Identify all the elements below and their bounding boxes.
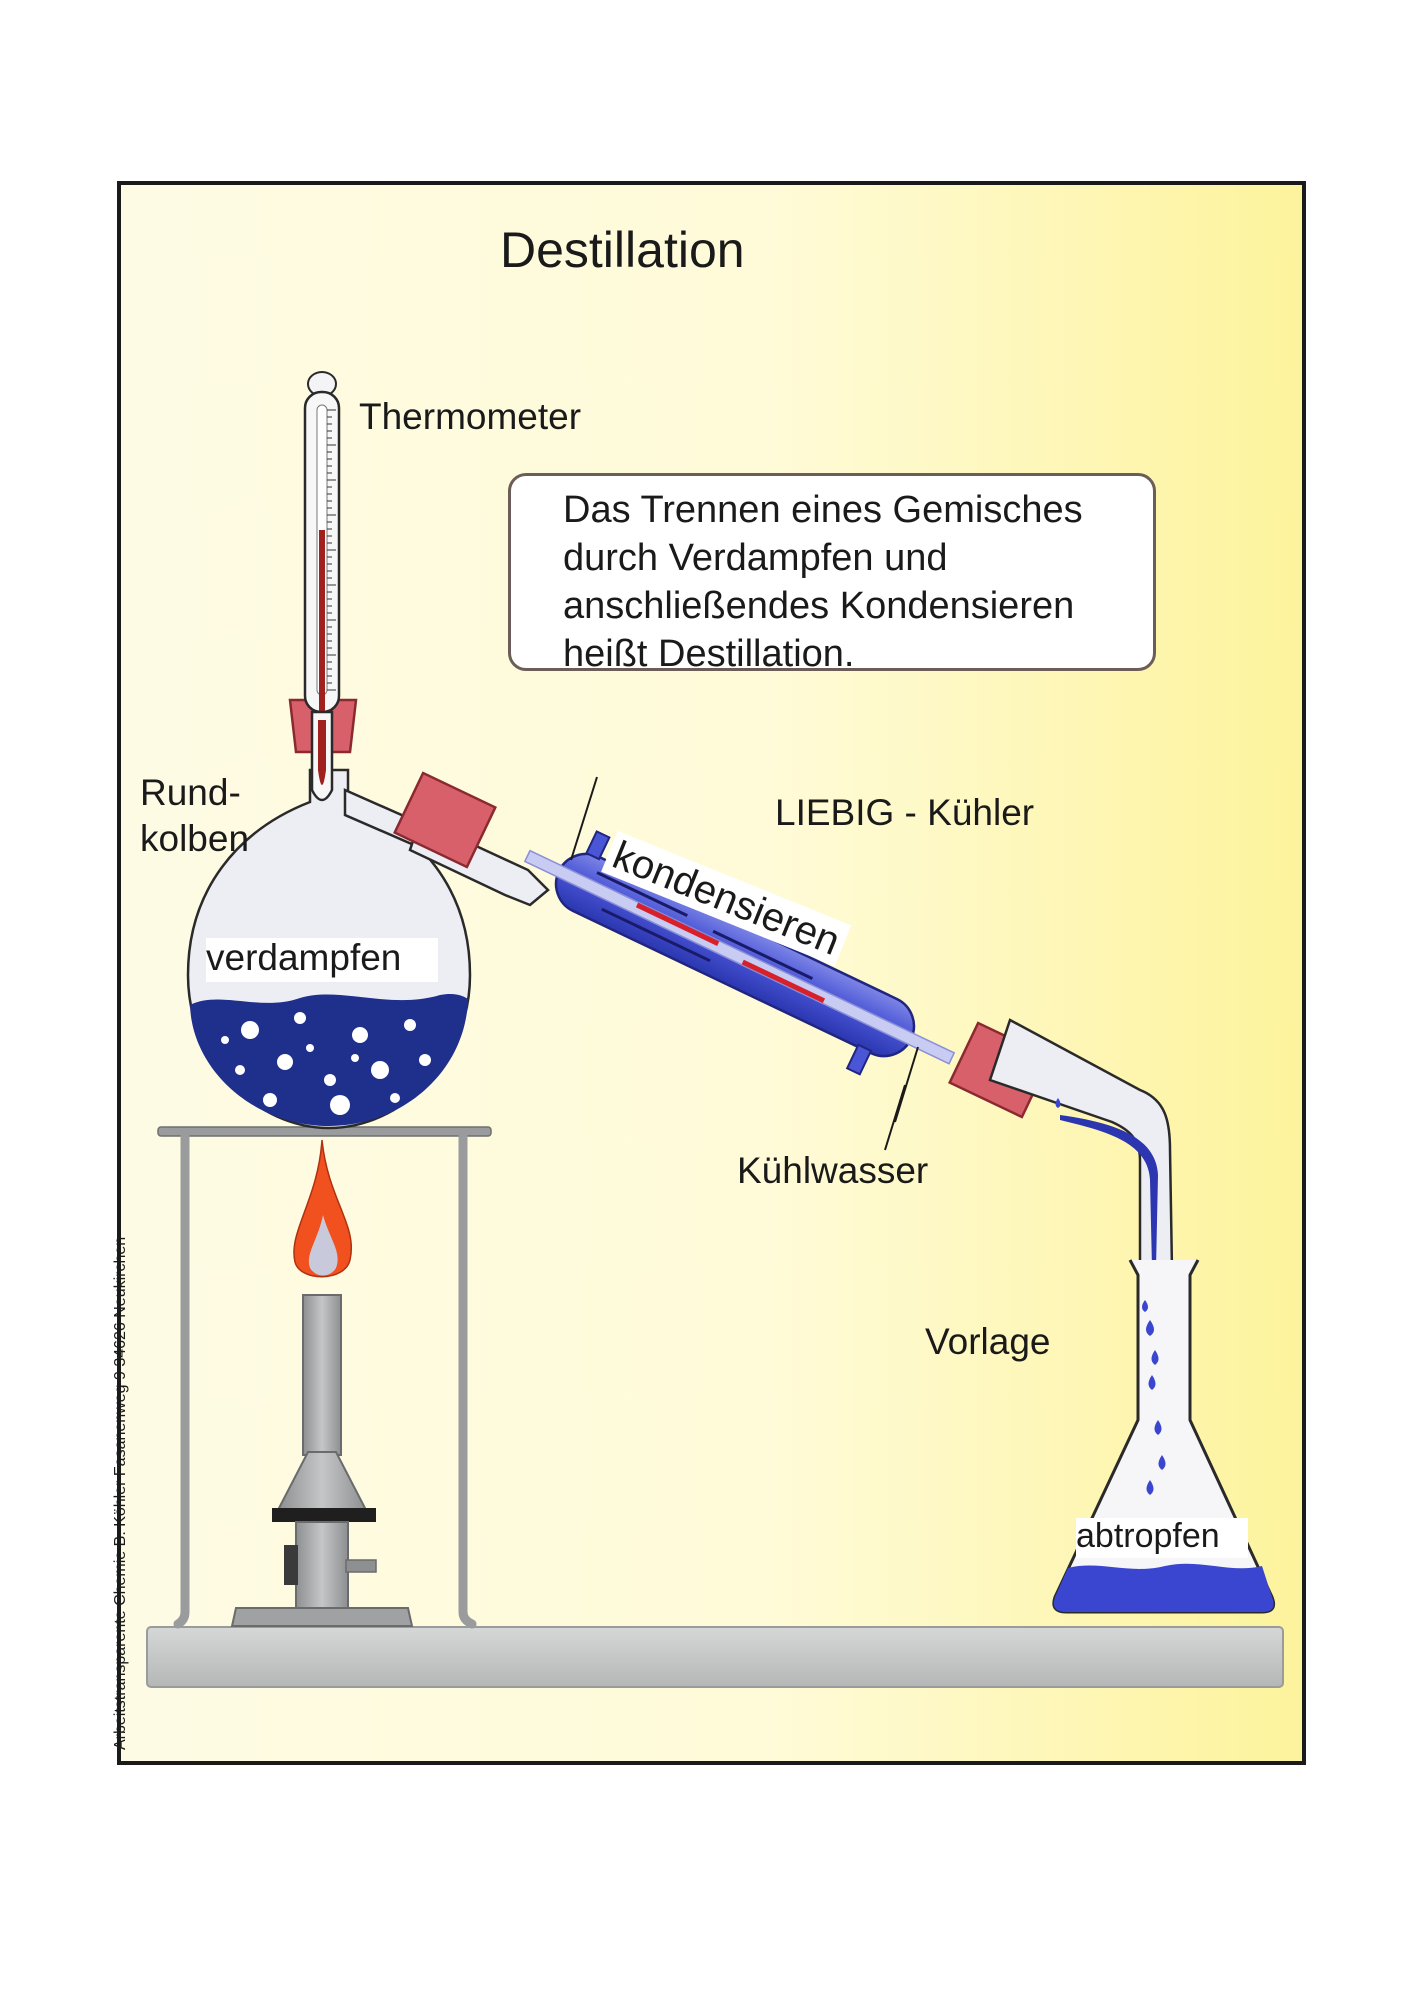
rundkolben-label-line1: Rund- [140, 772, 241, 813]
page-title: Destillation [500, 222, 745, 278]
condenser-stopper-upper [393, 771, 497, 869]
definition-line: durch Verdampfen und [563, 537, 948, 579]
definition-line: Das Trennen eines Gemisches [563, 489, 1083, 531]
footer-credit: Arbeitstransparente Chemie B. Köhler Fas… [112, 1236, 129, 1750]
verdampfen-label: verdampfen [206, 937, 402, 978]
abtropfen-label-bg [1076, 1518, 1248, 1558]
lab-bench [146, 1626, 1284, 1688]
verdampfen-label-bg [206, 938, 438, 982]
vorlage-label: Vorlage [925, 1321, 1051, 1362]
definition-line: anschließendes Kondensieren [563, 585, 1075, 627]
liebig-kuehler-label: LIEBIG - Kühler [775, 792, 1035, 833]
thermometer-icon [303, 371, 341, 802]
rundkolben-label-line2: kolben [140, 818, 250, 859]
thermometer-label: Thermometer [359, 396, 582, 437]
liebig-condenser-icon [523, 776, 956, 1151]
droplet-icon [1055, 1098, 1166, 1495]
flame-icon [293, 1139, 352, 1278]
kuehlwasser-label: Kühlwasser [737, 1150, 929, 1191]
definition-line: heißt Destillation. [563, 633, 855, 675]
bunsen-burner-icon [230, 1294, 414, 1627]
abtropfen-label: abtropfen [1076, 1517, 1220, 1555]
definition-box: Das Trennen eines Gemisches durch Verdam… [508, 473, 1156, 675]
tripod-stand-icon [157, 1126, 492, 1629]
